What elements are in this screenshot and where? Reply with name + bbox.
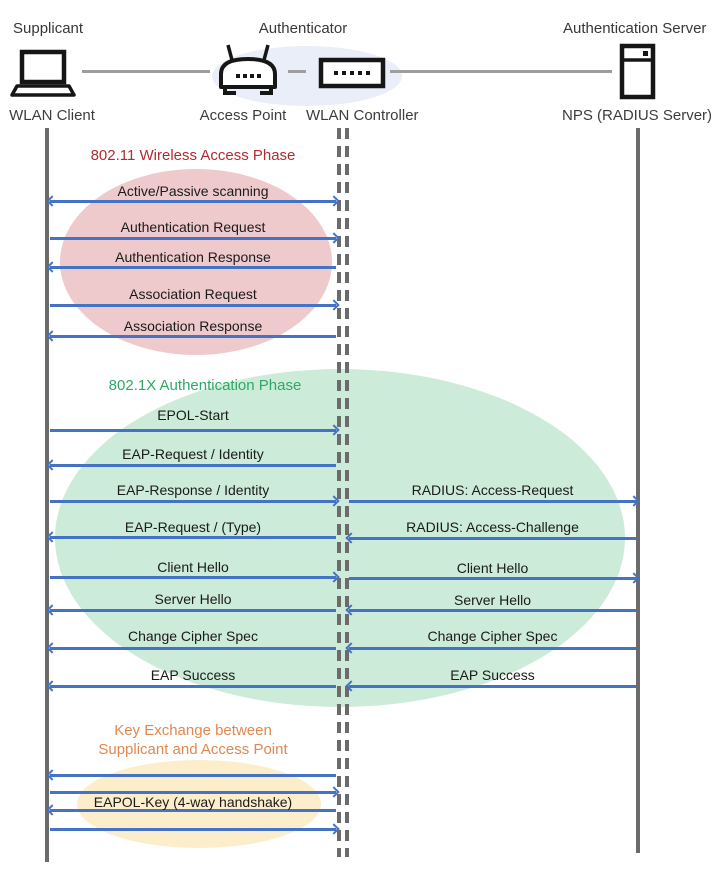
laptop-icon <box>10 49 76 97</box>
message-label: Association Request <box>129 286 257 302</box>
message-arrow-left <box>50 464 336 467</box>
message-label: EAP-Request / Identity <box>122 446 264 462</box>
server-icon <box>619 43 656 100</box>
message-arrow-right <box>50 500 336 503</box>
role-authentication-server: Authentication Server <box>563 20 707 37</box>
message-label: EAPOL-Key (4-way handshake) <box>93 794 293 810</box>
message-arrow-left <box>349 685 636 688</box>
access-point-icon <box>219 44 277 95</box>
role-supplicant: Supplicant <box>13 20 84 37</box>
message-label: Change Cipher Spec <box>128 628 258 644</box>
message-label: Active/Passive scanning <box>117 183 269 199</box>
message-arrow-left <box>50 774 336 777</box>
message-label: Server Hello <box>154 591 232 607</box>
message-arrow-right <box>50 828 336 831</box>
wlan-controller-icon <box>318 57 386 89</box>
message-label: EAP Success <box>450 667 535 683</box>
message-arrow-left <box>50 809 336 812</box>
phase2-title: 802.1X Authentication Phase <box>108 377 302 394</box>
message-arrow-right <box>50 791 336 794</box>
message-label: Authentication Response <box>115 249 271 265</box>
message-arrow-left <box>50 609 336 612</box>
message-label: Association Response <box>123 318 263 334</box>
message-label: Client Hello <box>157 559 229 575</box>
phase3-title-line1: Key Exchange between <box>114 722 272 739</box>
message-label: EAP Success <box>150 667 236 683</box>
message-label: Authentication Request <box>120 219 266 235</box>
message-label: RADIUS: Access-Challenge <box>406 519 579 535</box>
lifeline-controller-dashed-2 <box>345 128 349 857</box>
message-arrow-right <box>50 429 336 432</box>
message-arrow-right <box>50 576 336 579</box>
phase1-title: 802.11 Wireless Access Phase <box>90 147 296 164</box>
device-label-wlan-controller: WLAN Controller <box>306 107 419 124</box>
message-label: Change Cipher Spec <box>427 628 558 644</box>
phase3-title-line2: Supplicant and Access Point <box>98 741 288 758</box>
device-label-nps: NPS (RADIUS Server) <box>562 107 713 124</box>
message-arrow-right <box>50 237 336 240</box>
message-label: EAP-Request / (Type) <box>124 519 262 535</box>
message-arrow-left <box>50 647 336 650</box>
message-label: EPOL-Start <box>157 407 229 423</box>
message-label: RADIUS: Access-Request <box>411 482 574 498</box>
message-arrow-left <box>50 536 336 539</box>
message-label: Client Hello <box>456 560 529 576</box>
lifeline-nps <box>636 128 640 853</box>
message-arrow-left <box>50 685 336 688</box>
message-arrow-right <box>50 304 336 307</box>
message-label: Server Hello <box>453 592 532 608</box>
role-authenticator: Authenticator <box>258 20 348 37</box>
connector-line <box>288 70 306 73</box>
connector-line <box>390 70 612 73</box>
message-arrow-left <box>50 266 336 269</box>
message-arrow-both <box>50 200 336 203</box>
device-label-access-point: Access Point <box>199 107 287 124</box>
message-arrow-right <box>349 500 636 503</box>
message-arrow-right <box>349 577 636 580</box>
message-arrow-left <box>349 647 636 650</box>
message-arrow-left <box>50 335 336 338</box>
connector-line <box>82 70 210 73</box>
lifeline-wlan-client <box>45 128 49 862</box>
message-arrow-left <box>349 537 636 540</box>
device-label-wlan-client: WLAN Client <box>9 107 95 124</box>
message-arrow-left <box>349 609 636 612</box>
lifeline-controller-dashed-1 <box>337 128 341 857</box>
message-label: EAP-Response / Identity <box>116 482 270 498</box>
